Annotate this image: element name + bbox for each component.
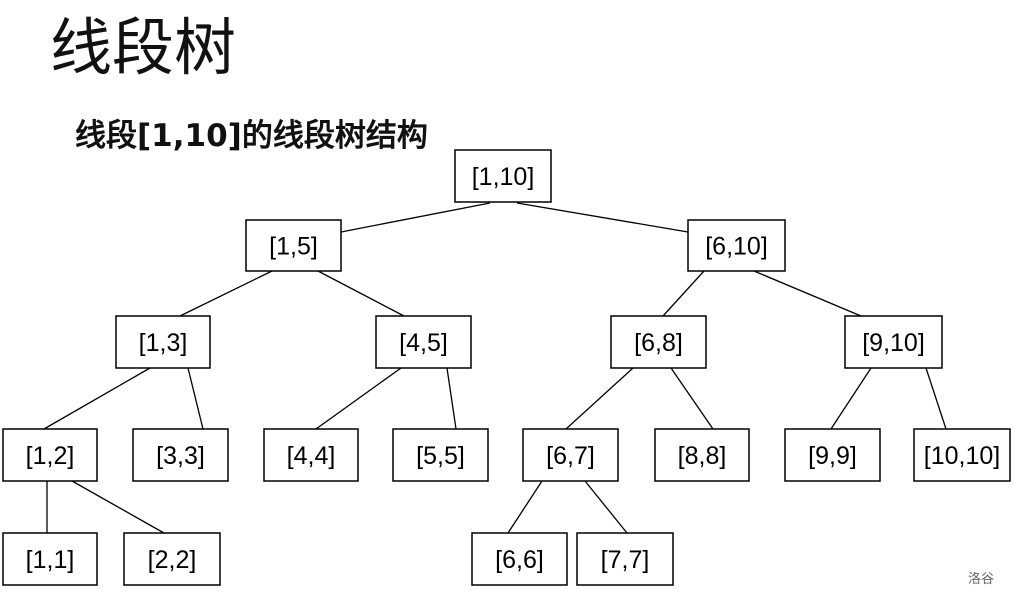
tree-node-n9-9: [9,9] <box>784 428 881 482</box>
tree-node-label: [6,8] <box>634 329 683 357</box>
tree-edge-n6-10-to-n6-8 <box>662 270 705 317</box>
tree-node-box <box>245 219 342 272</box>
tree-node-n3-3: [3,3] <box>132 428 229 482</box>
tree-node-box <box>784 428 881 482</box>
tree-node-box <box>687 219 786 272</box>
tree-node-n6-10: [6,10] <box>687 219 786 272</box>
tree-node-label: [3,3] <box>156 442 205 470</box>
tree-node-box <box>263 428 359 482</box>
tree-node-box <box>913 428 1011 482</box>
tree-node-n1-3: [1,3] <box>115 315 211 369</box>
tree-edge-n1-3-to-n3-3 <box>187 367 204 430</box>
tree-node-label: [8,8] <box>678 442 727 470</box>
tree-edge-n9-10-to-n9-9 <box>830 367 872 430</box>
tree-node-box <box>471 532 568 586</box>
tree-node-box <box>375 315 472 369</box>
tree-node-box <box>610 315 707 369</box>
tree-node-label: [5,5] <box>416 442 465 470</box>
tree-edge-n1-5-to-n4-5 <box>317 270 405 317</box>
tree-node-n1-1: [1,1] <box>2 532 98 586</box>
tree-edge-n6-8-to-n6-7 <box>565 367 634 430</box>
tree-node-n1-10: [1,10] <box>454 149 552 203</box>
tree-node-box <box>654 428 750 482</box>
tree-node-n2-2: [2,2] <box>123 532 221 586</box>
tree-node-n1-2: [1,2] <box>2 428 98 482</box>
tree-node-label: [9,10] <box>862 329 925 357</box>
tree-node-label: [10,10] <box>924 442 1000 470</box>
tree-edge-n4-5-to-n5-5 <box>446 367 457 430</box>
tree-node-label: [1,2] <box>26 442 75 470</box>
tree-node-box <box>392 428 489 482</box>
tree-node-n6-8: [6,8] <box>610 315 707 369</box>
tree-node-box <box>454 149 552 203</box>
tree-node-box <box>115 315 211 369</box>
tree-node-label: [6,10] <box>705 233 768 261</box>
page-title: 线段树 <box>50 11 237 84</box>
tree-node-n6-7: [6,7] <box>522 428 619 482</box>
tree-node-box <box>576 532 674 586</box>
tree-node-label: [4,4] <box>287 442 336 470</box>
tree-edge-n1-10-to-n1-5 <box>340 202 491 233</box>
tree-node-n5-5: [5,5] <box>392 428 489 482</box>
tree-node-label: [6,7] <box>546 442 595 470</box>
tree-node-n8-8: [8,8] <box>654 428 750 482</box>
tree-node-n4-5: [4,5] <box>375 315 472 369</box>
tree-node-n1-5: [1,5] <box>245 219 342 272</box>
tree-node-box <box>844 315 943 369</box>
tree-edge-n6-8-to-n8-8 <box>670 367 714 430</box>
tree-node-label: [2,2] <box>148 546 197 574</box>
tree-node-label: [1,5] <box>269 233 318 261</box>
tree-nodes: [1,10] [1,5] [6,10] [1,3] [4,5] [6,8] [9,10] [1… <box>2 149 1011 586</box>
diagram-subtitle: 线段[1,10]的线段树结构 <box>75 118 428 154</box>
tree-node-label: [4,5] <box>399 329 448 357</box>
tree-edge-n1-3-to-n1-2 <box>43 367 151 430</box>
tree-edge-n6-7-to-n6-6 <box>507 480 543 534</box>
tree-node-box <box>2 428 98 482</box>
tree-node-box <box>132 428 229 482</box>
tree-node-box <box>2 532 98 586</box>
tree-edge-n1-5-to-n1-3 <box>179 270 273 317</box>
tree-node-n7-7: [7,7] <box>576 532 674 586</box>
tree-node-label: [1,1] <box>26 546 75 574</box>
tree-node-label: [1,10] <box>472 163 535 191</box>
watermark-text: 洛谷 <box>968 572 995 587</box>
tree-node-label: [6,6] <box>495 546 544 574</box>
tree-node-box <box>123 532 221 586</box>
tree-edges <box>43 202 947 534</box>
tree-node-n10-10: [10,10] <box>913 428 1011 482</box>
tree-node-box <box>522 428 619 482</box>
tree-edge-n6-10-to-n9-10 <box>753 270 862 317</box>
tree-edge-n1-10-to-n6-10 <box>516 202 689 233</box>
tree-edge-n4-5-to-n4-4 <box>315 367 402 430</box>
tree-edge-n9-10-to-n10-10 <box>925 367 947 430</box>
tree-node-label: [7,7] <box>601 546 650 574</box>
tree-node-n9-10: [9,10] <box>844 315 943 369</box>
tree-edge-n6-7-to-n7-7 <box>584 480 628 534</box>
tree-node-n4-4: [4,4] <box>263 428 359 482</box>
tree-edge-n1-2-to-n2-2 <box>71 480 165 534</box>
tree-node-n6-6: [6,6] <box>471 532 568 586</box>
tree-node-label: [9,9] <box>808 442 857 470</box>
tree-node-label: [1,3] <box>139 329 188 357</box>
